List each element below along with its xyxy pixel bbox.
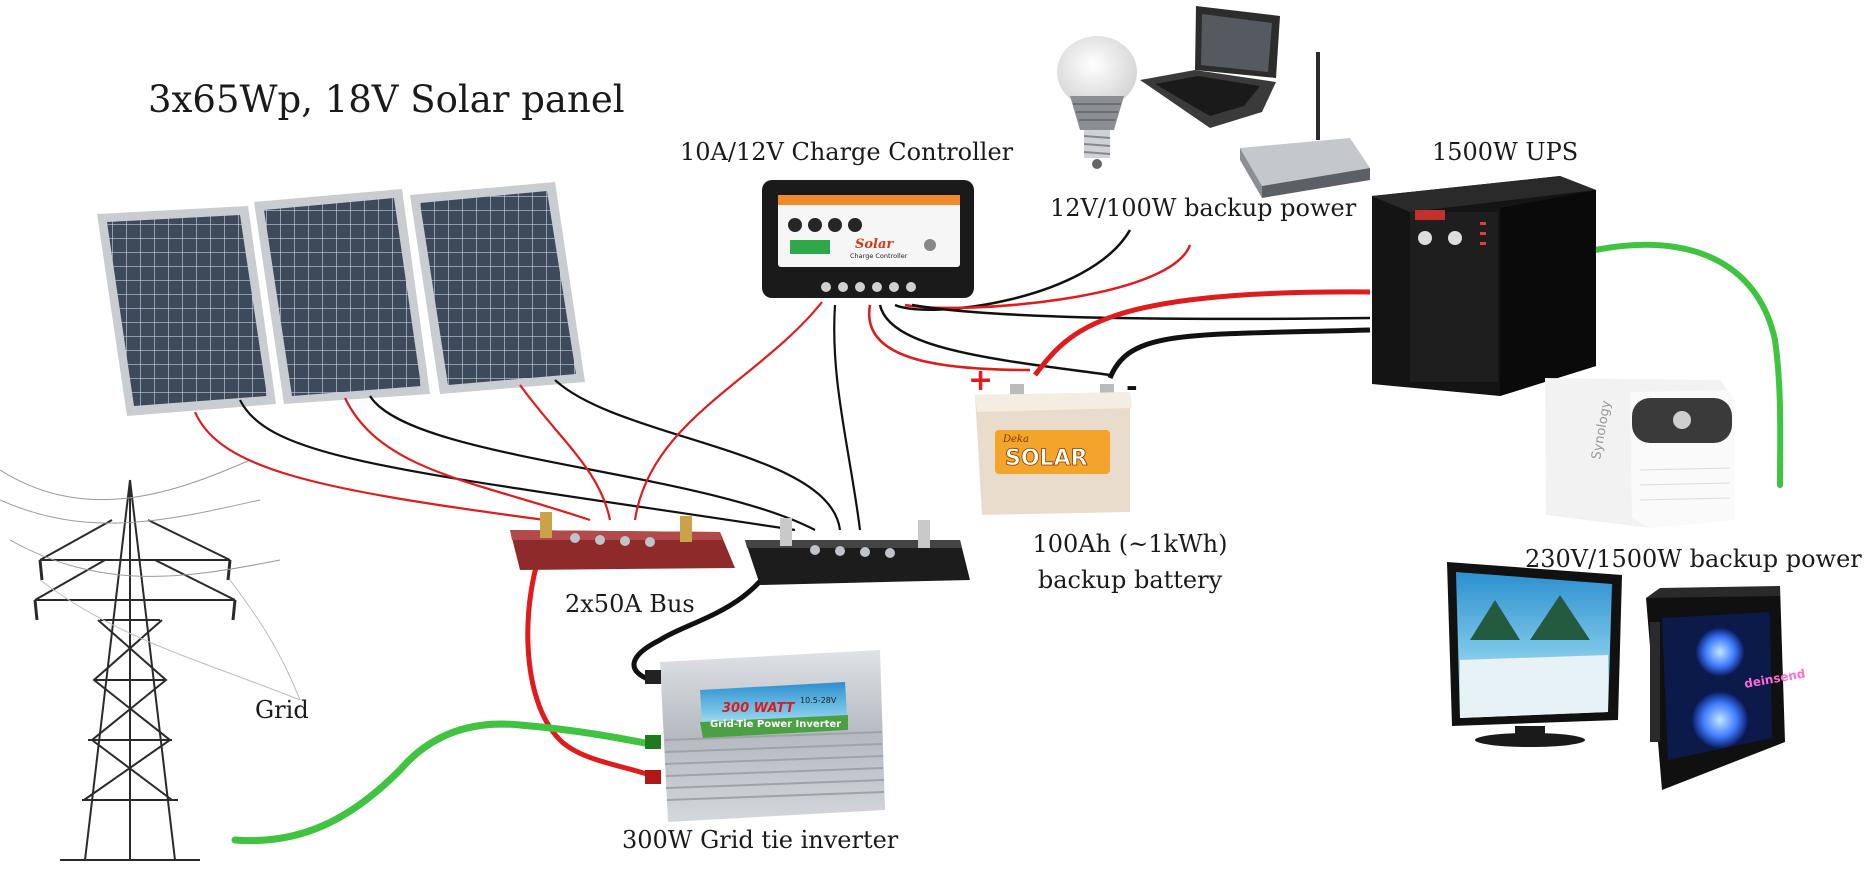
backup-12v-label: 12V/100W backup power — [1050, 194, 1357, 222]
desktop-pc-icon: deinsend — [1646, 586, 1806, 790]
solar-panel-label: 3x65Wp, 18V Solar panel — [148, 78, 625, 121]
inverter-watt-text: 300 WATT — [722, 701, 796, 716]
grid-label: Grid — [255, 696, 309, 724]
solar-panel-2-icon — [254, 189, 430, 404]
controller-sub-text: Charge Controller — [850, 252, 908, 260]
inverter-model-text: Grid-Tie Power Inverter — [710, 719, 841, 730]
controller-wires — [867, 229, 1371, 379]
inverter-volt-text: 10.5-28V — [800, 696, 837, 705]
backup-battery-icon: Deka SOLAR — [975, 384, 1132, 515]
controller-brand-text: Solar — [855, 237, 894, 252]
battery-brand-text: SOLAR — [1005, 446, 1088, 471]
negative-terminal-label: - — [1126, 370, 1138, 403]
wifi-router-icon — [1240, 52, 1370, 198]
ups-icon — [1372, 176, 1596, 396]
red-bus-bar-icon — [510, 512, 735, 570]
battery-description-label: backup battery — [1037, 566, 1223, 594]
positive-terminal-label: + — [968, 363, 993, 398]
charge-controller-label: 10A/12V Charge Controller — [680, 138, 1014, 166]
battery-brand-top-text: Deka — [1002, 434, 1029, 445]
backup-230v-label: 230V/1500W backup power — [1525, 545, 1862, 573]
inverter-label: 300W Grid tie inverter — [622, 826, 899, 854]
nas-server-icon: Synology — [1545, 378, 1735, 528]
grid-tower-icon — [0, 459, 301, 861]
solar-panel-3-icon — [410, 182, 585, 394]
black-bus-bar-icon — [745, 518, 970, 585]
led-bulb-icon — [1057, 36, 1137, 169]
charge-controller-icon: Solar Charge Controller — [762, 180, 974, 298]
laptop-icon — [1140, 6, 1280, 128]
battery-capacity-label: 100Ah (~1kWh) — [1032, 530, 1228, 558]
inverter-wires — [231, 241, 1784, 845]
tv-monitor-icon — [1447, 562, 1622, 747]
bus-label: 2x50A Bus — [565, 590, 695, 618]
panel-wires — [193, 301, 862, 532]
solar-panel-1-icon — [97, 206, 276, 416]
grid-tie-inverter-icon: 300 WATT 10.5-28V Grid-Tie Power Inverte… — [645, 650, 885, 822]
ups-label: 1500W UPS — [1432, 138, 1579, 166]
